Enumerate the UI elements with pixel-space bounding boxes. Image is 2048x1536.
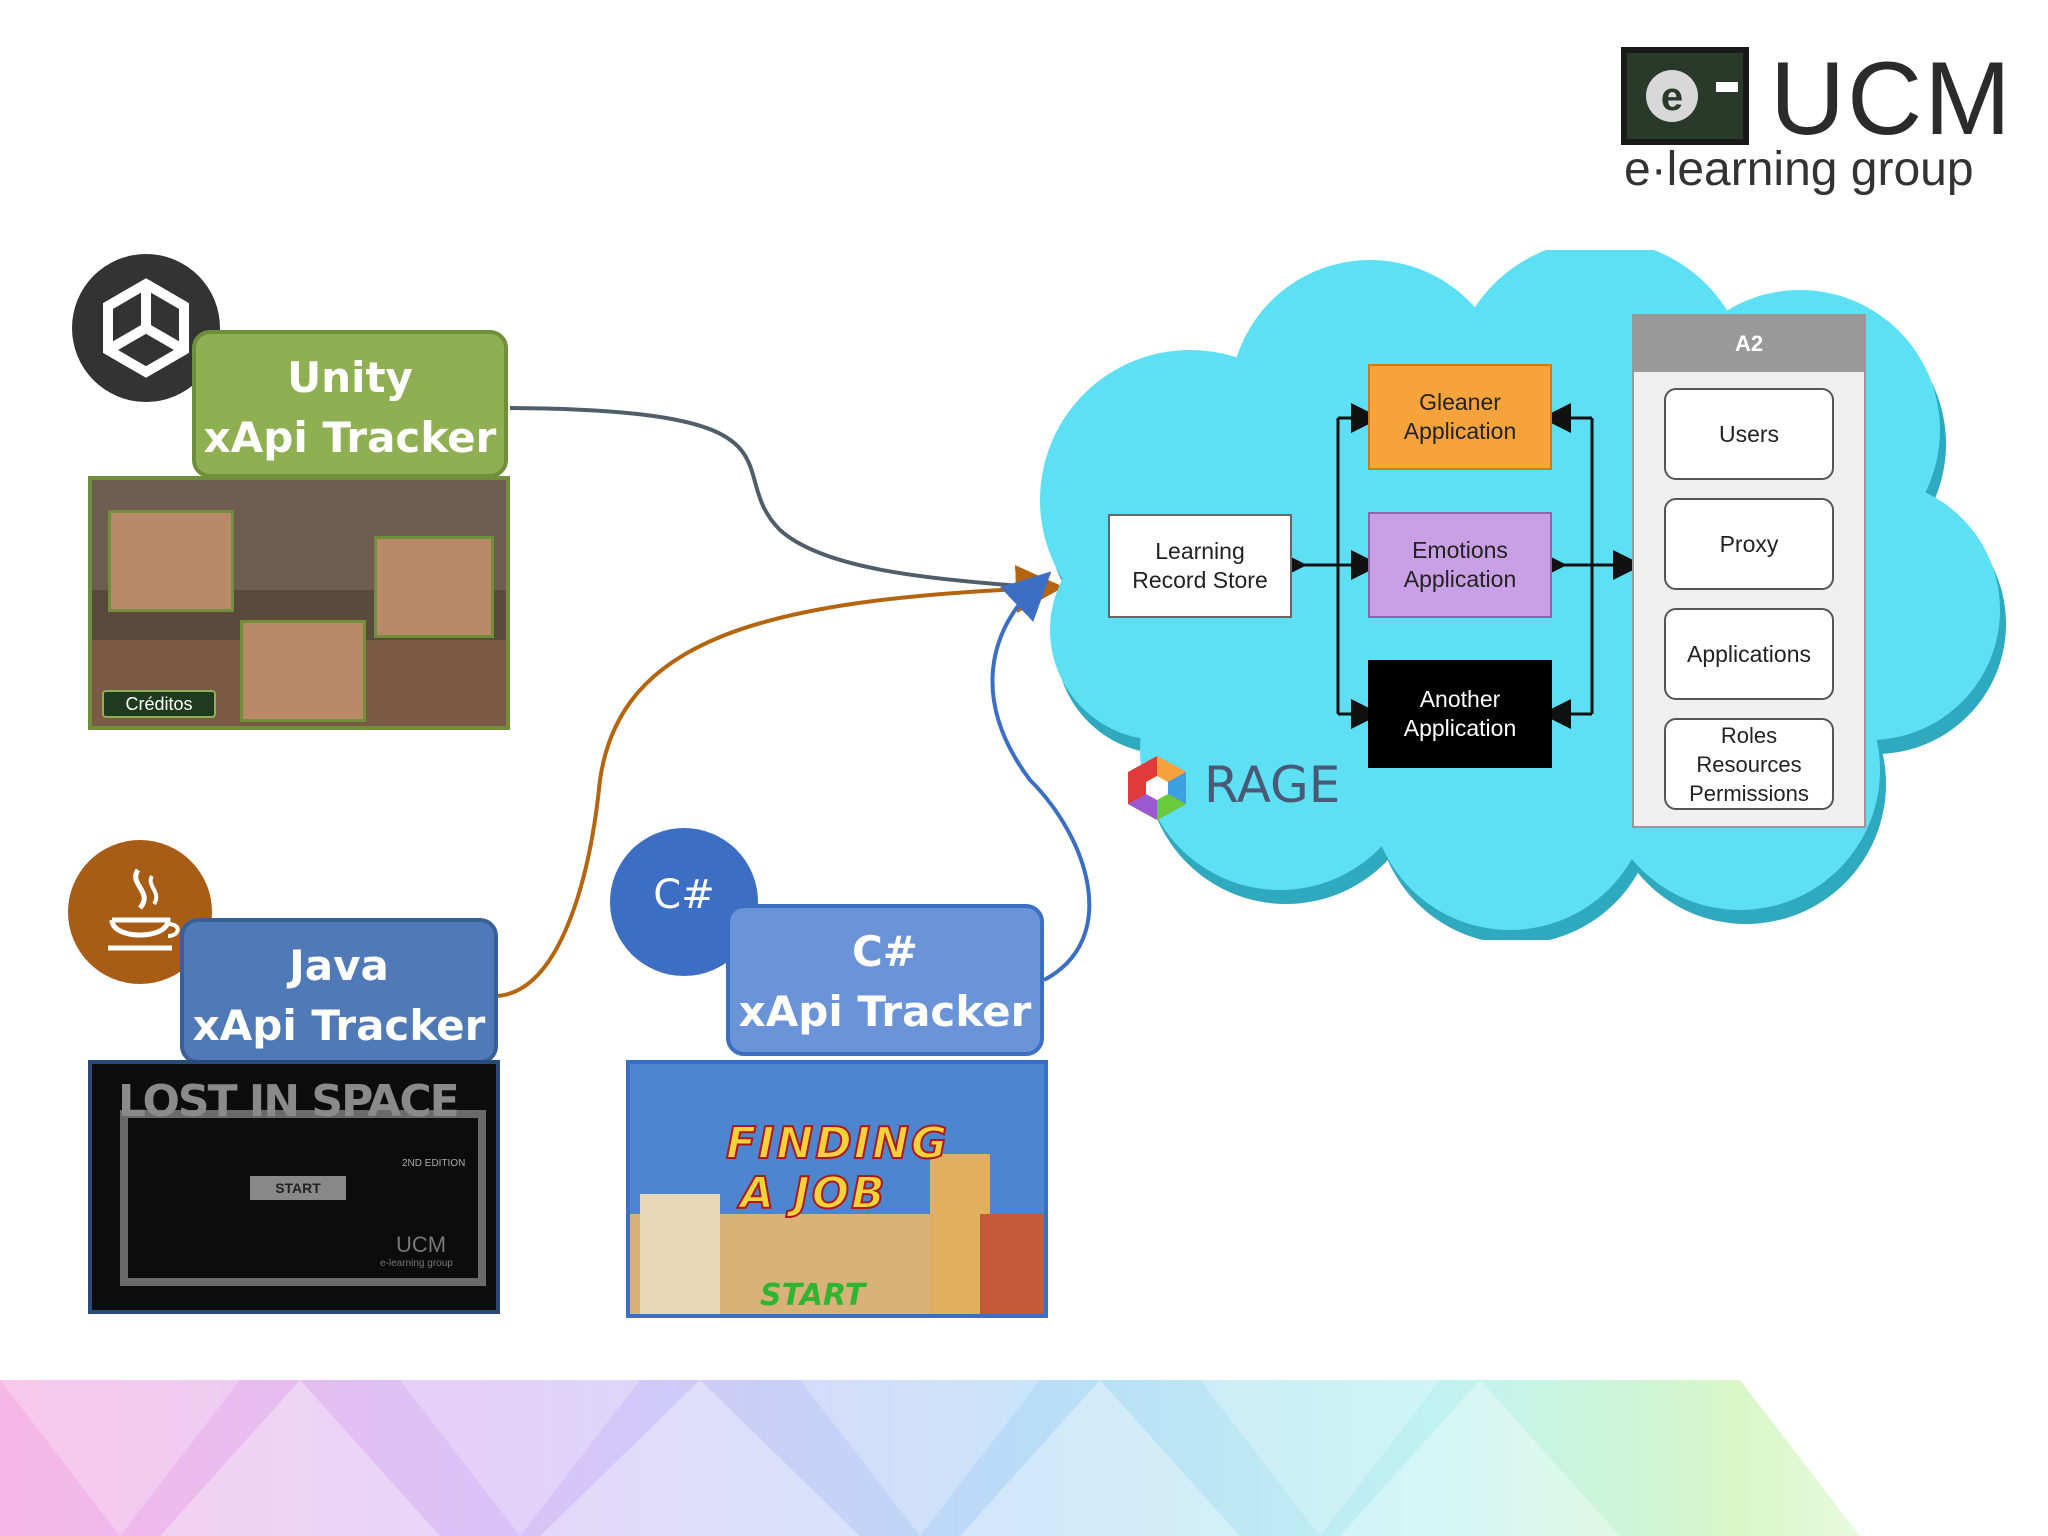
csharp-tracker-line2: xApi Tracker — [738, 987, 1032, 1036]
a2-header: A2 — [1634, 316, 1864, 372]
unity-inset-2 — [374, 536, 494, 638]
java-tracker-box: Java xApi Tracker — [180, 918, 498, 1064]
gleaner-label: Gleaner Application — [1403, 389, 1517, 444]
java-brand-label: UCM — [396, 1232, 447, 1257]
unity-credits-button: Créditos — [102, 690, 216, 718]
csharp-tracker-line1: C# — [851, 927, 918, 976]
another-box: Another Application — [1368, 660, 1552, 768]
java-edition-label: 2ND EDITION — [402, 1158, 466, 1169]
csharp-game-title-2: A JOB — [739, 1167, 887, 1220]
unity-tracker-line2: xApi Tracker — [203, 413, 497, 462]
ucm-logo: e UCM e·learning group — [1620, 41, 2020, 206]
csharp-icon-label: C# — [653, 872, 715, 918]
unity-game-screenshot: Créditos — [88, 476, 510, 730]
a2-item-proxy: Proxy — [1664, 498, 1834, 590]
java-game-title: LOST IN SPACE — [118, 1076, 460, 1127]
a2-item-users: Users — [1664, 388, 1834, 480]
unity-inset-1 — [108, 510, 234, 612]
csharp-game-screenshot: FINDING A JOB START — [626, 1060, 1048, 1318]
emotions-box: Emotions Application — [1368, 512, 1552, 618]
bottom-decorative-band — [0, 1380, 2048, 1536]
logo-subtitle: e·learning group — [1624, 143, 1974, 196]
emotions-label: Emotions Application — [1403, 537, 1517, 592]
lrs-label: Learning Record Store — [1132, 538, 1268, 593]
a2-panel: A2 Users Proxy Applications Roles Resour… — [1632, 314, 1866, 828]
svg-text:e: e — [1661, 75, 1683, 119]
a2-item-roles: Roles Resources Permissions — [1664, 718, 1834, 810]
gleaner-box: Gleaner Application — [1368, 364, 1552, 470]
csharp-circle-icon: C# — [610, 828, 758, 976]
a2-item-roles-label: Roles Resources Permissions — [1689, 722, 1809, 806]
java-brand-sub: e-learning group — [380, 1258, 453, 1269]
csharp-tracker-box: C# xApi Tracker — [726, 904, 1044, 1056]
unity-connector-line — [509, 406, 1041, 590]
java-game-screenshot: LOST IN SPACE 2ND EDITION START UCM e-le… — [88, 1060, 500, 1314]
rage-logo-icon — [1128, 756, 1186, 820]
another-label: Another Application — [1403, 686, 1517, 741]
csharp-connector-line — [990, 571, 1092, 982]
rage-logo: RAGE — [1120, 752, 1350, 822]
logo-title: UCM — [1770, 41, 2013, 157]
unity-tracker-line1: Unity — [287, 353, 413, 402]
lrs-box: Learning Record Store — [1108, 514, 1292, 618]
unity-inset-3 — [240, 620, 366, 722]
java-tracker-line1: Java — [289, 941, 389, 990]
ucm-logo-graphic: e — [1621, 47, 1749, 145]
csharp-game-title-1: FINDING — [725, 1117, 950, 1170]
rage-logo-text: RAGE — [1204, 756, 1341, 814]
java-tracker-line2: xApi Tracker — [192, 1001, 486, 1050]
java-connector-line — [497, 565, 1064, 998]
unity-tracker-box: Unity xApi Tracker — [192, 330, 508, 478]
a2-item-applications: Applications — [1664, 608, 1834, 700]
csharp-start-button: START — [760, 1278, 866, 1313]
java-start-button: START — [250, 1176, 346, 1200]
